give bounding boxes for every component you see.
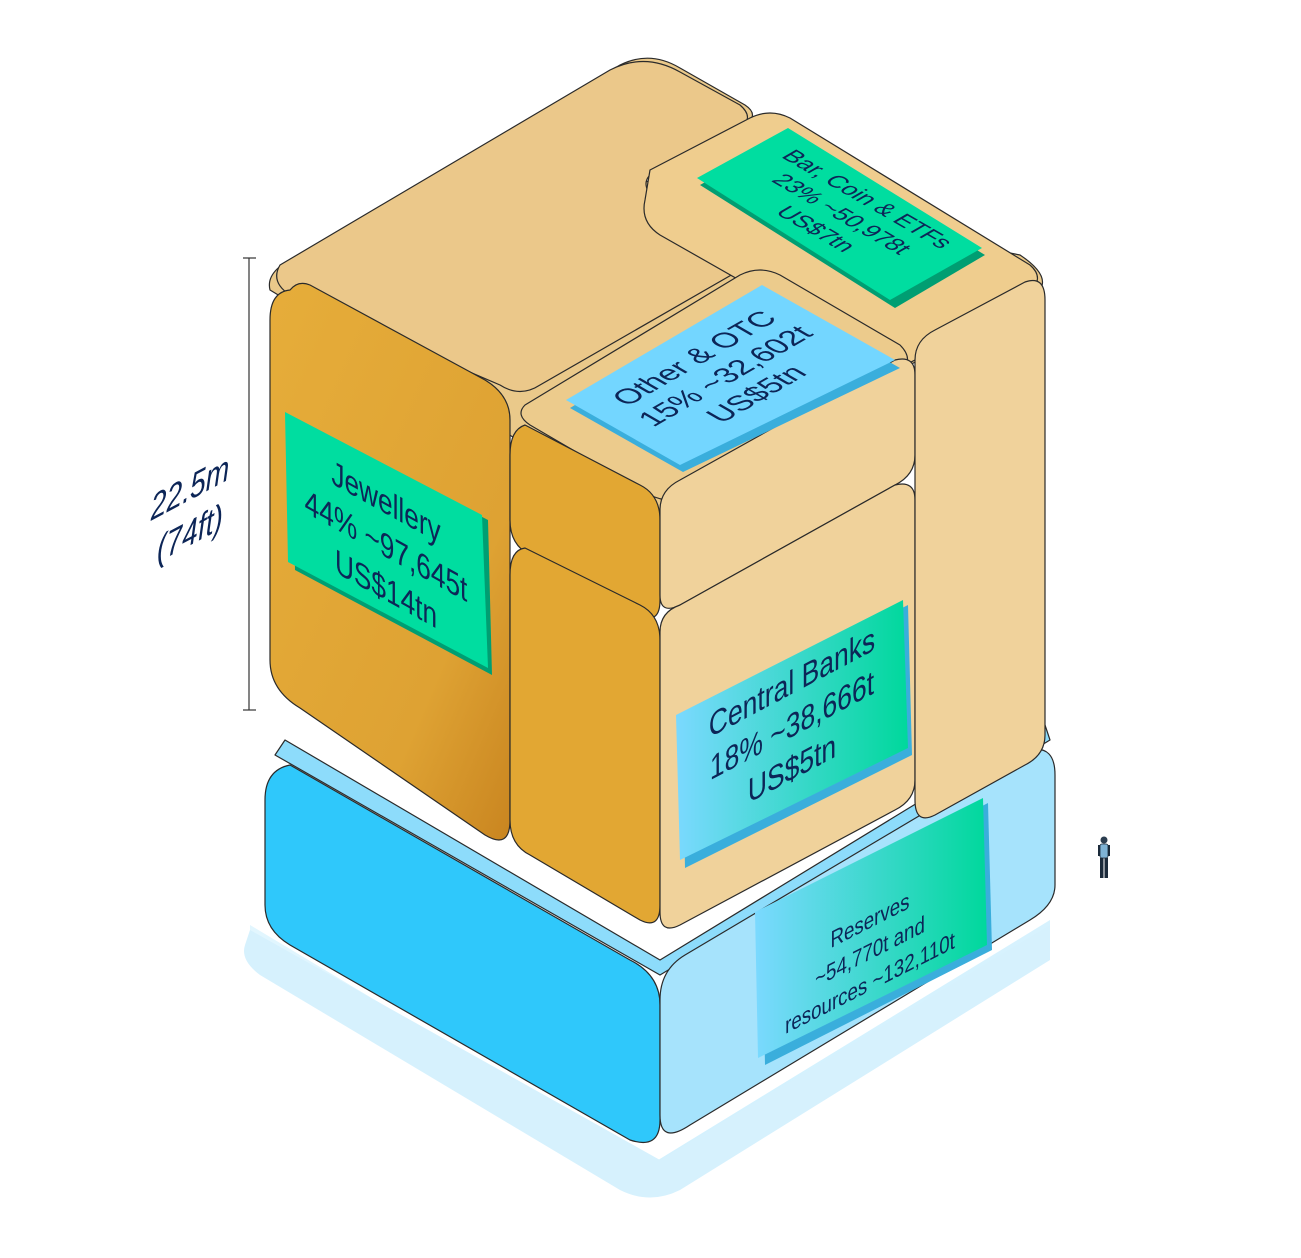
- jewellery-label-panel: Jewellery 44% ~97,645t US$14tn: [285, 412, 492, 675]
- other-otc-label-panel: Other & OTC 15% ~32,602t US$5tn: [566, 285, 900, 472]
- reserves-label-panel: Reserves ~54,770t and resources ~132,110…: [755, 798, 992, 1065]
- person-scale-figure: [1098, 836, 1110, 878]
- height-measure: 22.5m (74ft): [150, 257, 256, 711]
